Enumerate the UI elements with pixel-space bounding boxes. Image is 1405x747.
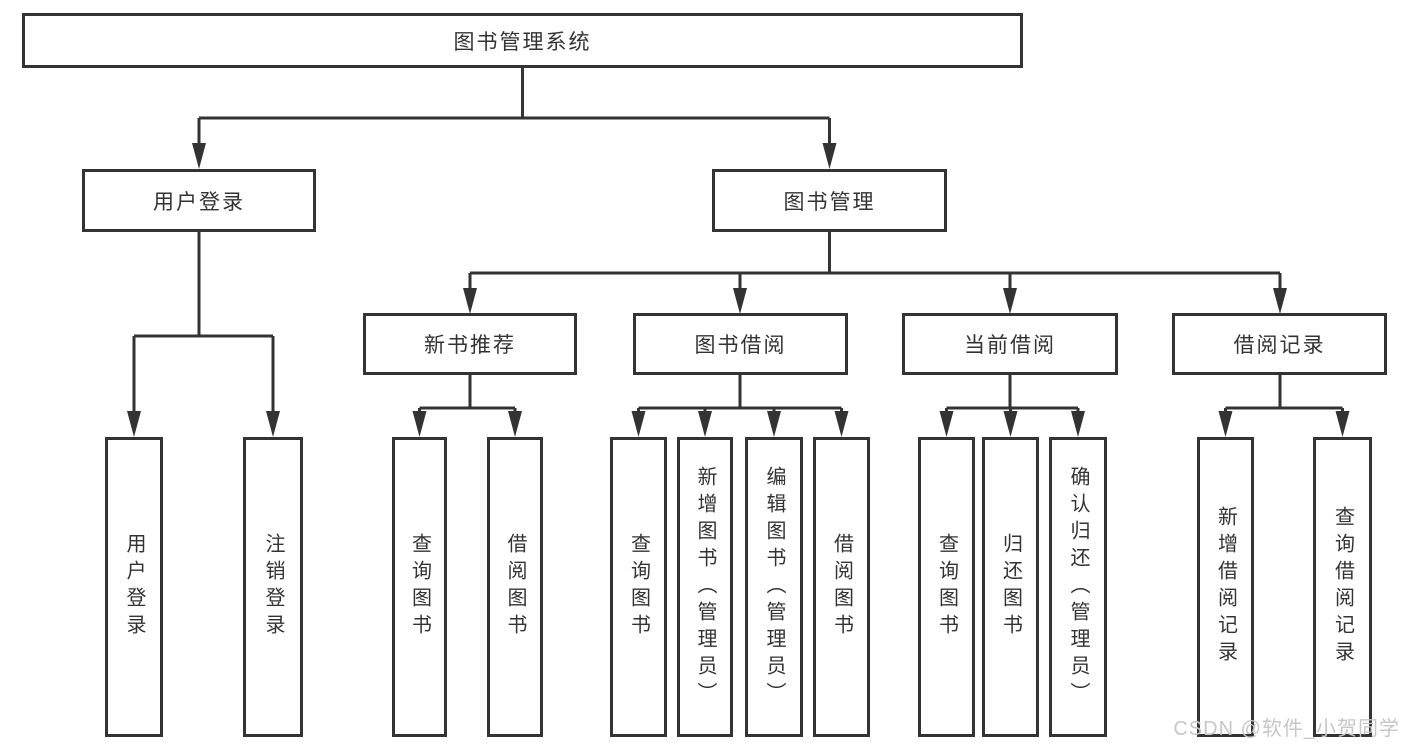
node-book-management: 图书管理 [712,169,947,232]
leaf-user-login: 用户登录 [105,437,163,737]
leaf-borrow-book: 借阅图书 [813,437,870,737]
leaf-return-book: 归还图书 [982,437,1039,737]
leaf-return-book-label: 归还图书 [999,533,1022,641]
csdn-watermark: CSDN @软件_小贺同学 [1173,718,1400,740]
leaf-add-borrow-record-label: 新增借阅记录 [1214,506,1237,668]
leaf-edit-book-admin: 编辑图书（管理员） [745,437,803,737]
leaf-borrow-book-recommend: 借阅图书 [487,437,543,737]
leaf-confirm-return-admin: 确认归还（管理员） [1049,437,1107,737]
node-root: 图书管理系统 [22,13,1023,68]
leaf-confirm-return-admin-label: 确认归还（管理员） [1067,465,1089,709]
leaf-logout-label: 注销登录 [262,533,284,641]
leaf-query-book-current: 查询图书 [918,437,975,737]
leaf-query-borrow-record: 查询借阅记录 [1313,437,1372,737]
leaf-query-borrow-record-label: 查询借阅记录 [1331,506,1354,668]
leaf-user-login-label: 用户登录 [123,533,145,641]
leaf-add-book-admin: 新增图书（管理员） [677,437,733,737]
leaf-query-book-recommend-label: 查询图书 [408,533,431,641]
leaf-add-book-admin-label: 新增图书（管理员） [694,465,716,709]
node-current-borrow: 当前借阅 [902,313,1118,375]
node-root-label: 图书管理系统 [453,30,592,54]
node-borrow-records-label: 借阅记录 [1233,334,1326,357]
leaf-edit-book-admin-label: 编辑图书（管理员） [763,465,785,709]
leaf-query-book-current-label: 查询图书 [935,533,958,641]
node-user-login: 用户登录 [82,169,316,232]
leaf-query-book-borrow: 查询图书 [610,437,667,737]
node-current-borrow-label: 当前借阅 [964,334,1056,357]
node-new-book-recommend-label: 新书推荐 [424,334,516,357]
leaf-borrow-book-label: 借阅图书 [830,533,853,641]
node-book-borrow: 图书借阅 [633,313,848,375]
leaf-logout: 注销登录 [243,437,303,737]
arrowheads-level3 [463,288,1287,314]
arrowheads-leaves [127,411,1350,437]
leaf-query-book-recommend: 查询图书 [392,437,447,737]
node-book-borrow-label: 图书借阅 [694,334,787,357]
leaf-add-borrow-record: 新增借阅记录 [1197,437,1254,737]
node-book-management-label: 图书管理 [783,190,876,214]
leaf-borrow-book-recommend-label: 借阅图书 [504,533,526,641]
node-new-book-recommend: 新书推荐 [363,313,577,375]
node-borrow-records: 借阅记录 [1172,313,1387,375]
arrowheads-level2 [192,143,837,169]
leaf-query-book-borrow-label: 查询图书 [627,533,650,641]
node-user-login-label: 用户登录 [153,190,245,214]
